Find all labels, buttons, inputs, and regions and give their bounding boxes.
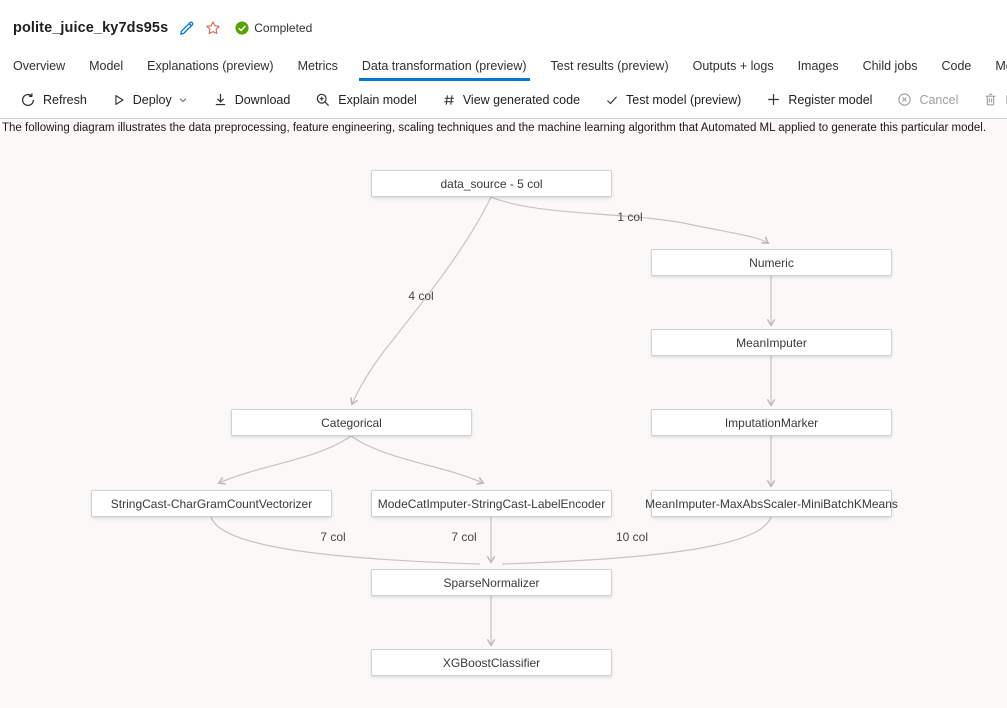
node-label: ModeCatImputer-StringCast-LabelEncoder [377,496,606,511]
edge-data_source-to-numeric [490,196,770,244]
node-modecat-labelencoder: ModeCatImputer-StringCast-LabelEncoder [371,490,612,517]
toolbar-item-label: Delete [1005,93,1007,107]
toolbar-item-label: Refresh [43,92,87,107]
tab-label: Outputs + logs [692,58,774,73]
tab-test-results-preview[interactable]: Test results (preview) [550,50,670,81]
tab-bar: Overview Model Explanations (preview) Metri… [0,50,1007,81]
deploy-button[interactable]: Deploy [112,93,188,107]
tab-images[interactable]: Images [797,50,840,81]
tab-label: Images [797,58,839,73]
node-sparse-normalizer: SparseNormalizer [371,569,612,596]
delete-button: Delete [983,92,1007,107]
tab-monitoring[interactable]: Monitoring [994,50,1007,81]
node-meanimputer-maxabs-kmeans: MeanImputer-MaxAbsScaler-MiniBatchKMeans [645,490,898,517]
diagram-edges: 1 col 4 col 7 col 7 col 10 col [210,196,776,647]
node-label: StringCast-CharGramCountVectorizer [110,496,313,511]
tab-label: Code [941,58,972,73]
refresh-icon [20,92,36,108]
tab-label: Test results (preview) [550,58,669,73]
download-button[interactable]: Download [213,92,291,107]
edge-data_source-to-categorical [350,196,492,406]
check-icon [605,93,619,107]
edge-label: 7 col [451,530,476,544]
download-icon [213,92,228,107]
tab-explanations-preview[interactable]: Explanations (preview) [146,50,274,81]
edge-label: 10 col [616,530,648,544]
tab-label: Model [89,58,124,73]
trash-icon [983,92,998,107]
tab-model[interactable]: Model [88,50,124,81]
node-label: Categorical [321,415,382,430]
chevron-down-icon [178,95,188,105]
transformation-diagram: 1 col 4 col 7 col 7 col 10 col data_source - … [0,134,1007,700]
play-icon [112,93,126,107]
check-circle-icon [235,21,249,35]
tab-data-transformation-preview[interactable]: Data transformation (preview) [358,50,530,81]
tab-label: Data transformation (preview) [361,58,527,73]
tab-label: Child jobs [862,58,918,73]
test-model-preview-button[interactable]: Test model (preview) [605,93,741,107]
edge-meanimputer_maxabs_kmeans-to-sparse_normalizer [501,516,772,565]
toolbar-item-label: Download [234,92,291,107]
tab-label: Explanations (preview) [147,58,274,73]
tab-metrics[interactable]: Metrics [297,50,339,81]
edge-categorical-to-modecat_labelencoder [350,435,485,485]
edge-label: 4 col [408,289,433,303]
cancel-button: Cancel [897,92,958,107]
toolbar-item-label: Register model [788,92,873,107]
tab-label: Metrics [297,58,338,73]
title-row: polite_juice_ky7ds95s Completed [0,0,1007,50]
tab-child-jobs[interactable]: Child jobs [862,50,919,81]
tab-label: Overview [13,58,66,73]
zoom-in-icon [315,92,331,108]
register-model-button[interactable]: Register model [766,92,872,107]
toolbar-item-label: Deploy [132,92,172,107]
pencil-icon[interactable] [178,20,195,37]
explain-model-button[interactable]: Explain model [315,92,417,108]
tab-code[interactable]: Code [940,50,972,81]
tab-label: Monitoring [995,58,1007,73]
refresh-button[interactable]: Refresh [20,92,87,108]
cancel-circle-icon [897,92,912,107]
node-data-source: data_source - 5 col [371,170,612,197]
toolbar-item-label: View generated code [462,92,581,107]
node-stringcast-chargram: StringCast-CharGramCountVectorizer [91,490,332,517]
page-header: polite_juice_ky7ds95s Completed Overview… [0,0,1007,119]
tab-overview[interactable]: Overview [12,50,66,81]
node-label: XGBoostClassifier [442,655,541,670]
node-label: MeanImputer [736,335,807,350]
view-generated-code-button[interactable]: View generated code [442,93,580,107]
node-label: SparseNormalizer [443,575,540,590]
edge-label: 1 col [617,210,642,224]
node-mean-imputer: MeanImputer [651,329,892,356]
hash-icon [442,93,456,107]
toolbar-item-label: Test model (preview) [626,92,742,107]
node-categorical: Categorical [231,409,472,436]
edge-stringcast_chargram-to-sparse_normalizer [210,516,481,565]
status-label: Completed [254,21,313,35]
page-title: polite_juice_ky7ds95s [13,20,169,36]
node-label: Numeric [749,255,794,270]
toolbar: Refresh Deploy Download Explain model View g… [0,81,1007,119]
toolbar-item-label: Cancel [919,92,959,107]
node-label: MeanImputer-MaxAbsScaler-MiniBatchKMeans [645,496,898,511]
edge-categorical-to-stringcast_chargram [217,435,352,485]
status-badge: Completed [235,21,312,35]
star-icon[interactable] [205,20,221,36]
tab-outputs-logs[interactable]: Outputs + logs [692,50,775,81]
plus-icon [766,92,781,107]
node-xgboost-classifier: XGBoostClassifier [371,649,612,676]
toolbar-item-label: Explain model [338,92,417,107]
node-numeric: Numeric [651,249,892,276]
node-label: data_source - 5 col [440,176,543,191]
node-imputation-marker: ImputationMarker [651,409,892,436]
edge-label: 7 col [320,530,345,544]
diagram-description: The following diagram illustrates the da… [2,122,987,134]
node-label: ImputationMarker [724,415,819,430]
